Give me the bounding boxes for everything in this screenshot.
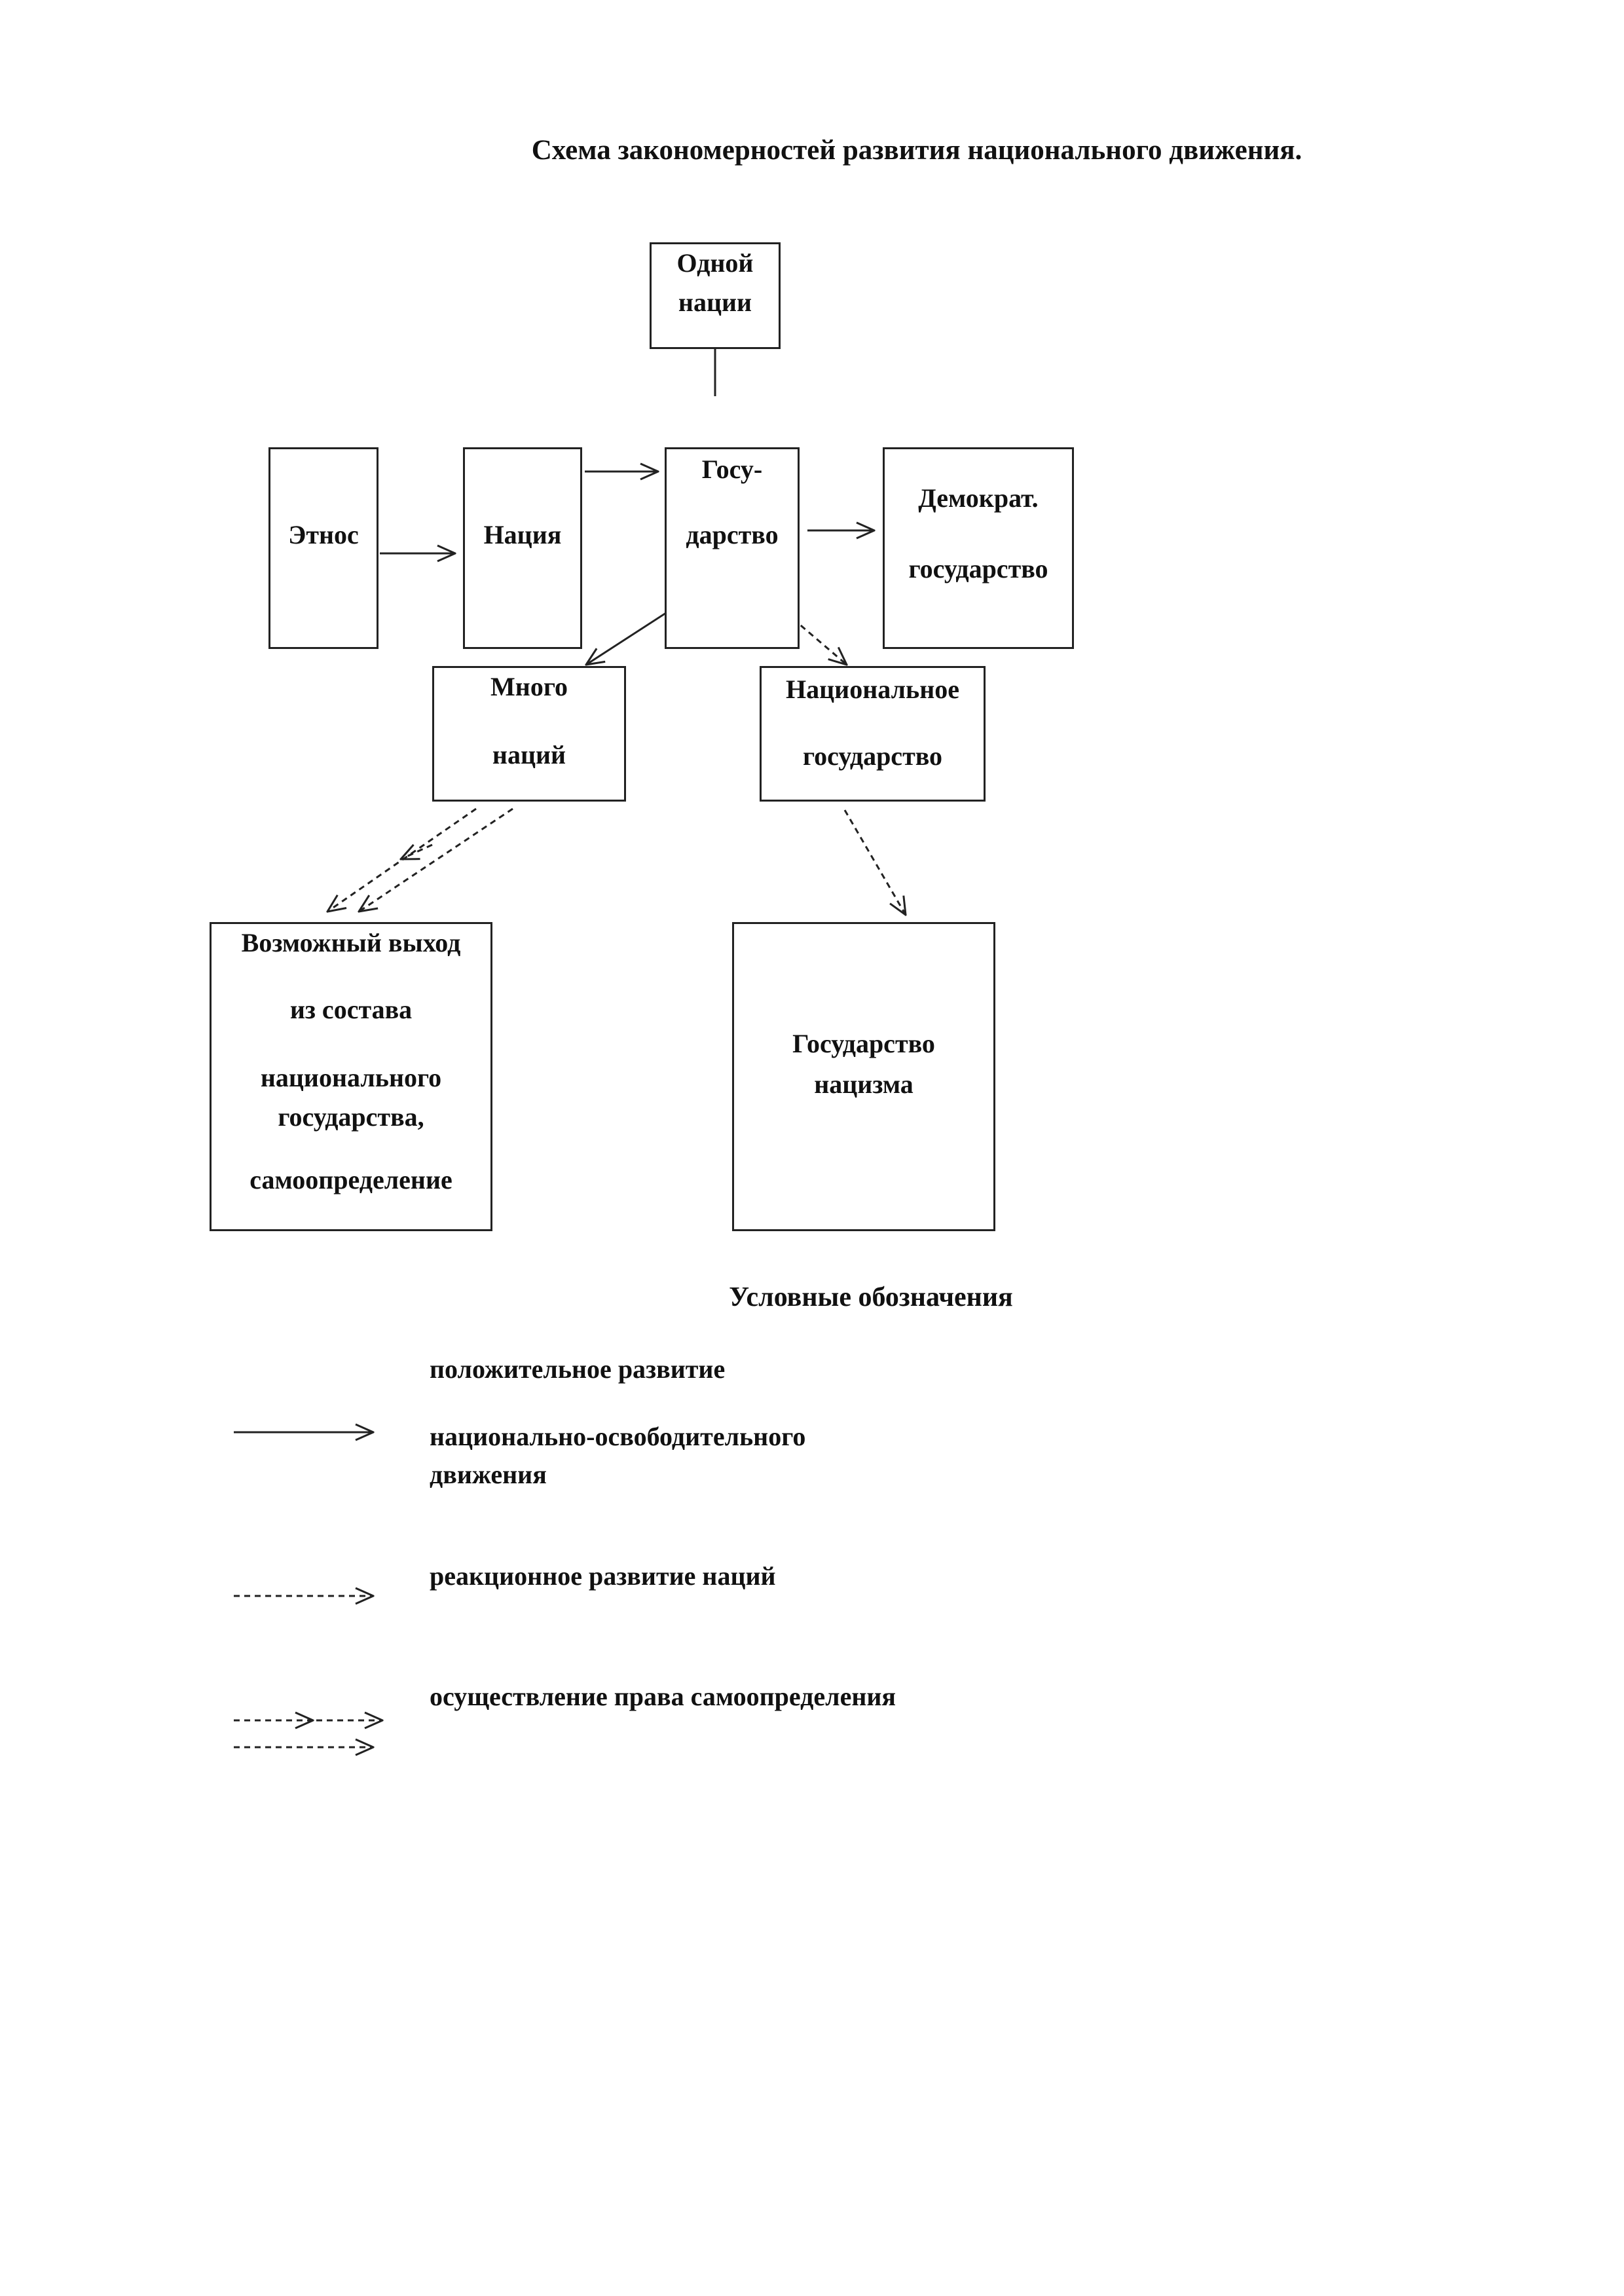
node-gosudarstvo-line-1: Госу- xyxy=(701,454,763,484)
node-odnoy-natsii-line-1: Одной xyxy=(676,248,754,278)
node-natsiya-label: Нация xyxy=(483,520,562,549)
arrow-mnogo-natsiy-to-vykhod-a xyxy=(327,807,477,912)
legend-double-dashed-label: осуществление права самоопределения xyxy=(430,1682,896,1711)
node-mnogo-natsiy: Много наций xyxy=(432,666,626,802)
node-demokrat: Демократ. государство xyxy=(883,447,1074,649)
node-mnogo-natsiy-line-2: наций xyxy=(492,740,566,769)
legend-title: Условные обозначения xyxy=(729,1282,1013,1312)
node-natsionalnoe-line-1: Национальное xyxy=(786,675,959,704)
node-gosudarstvo-natsizma: Государство нацизма xyxy=(732,922,995,1231)
node-vykhod-line-5: самоопределение xyxy=(249,1165,452,1194)
legend-solid-line-2: национально-освободительного xyxy=(430,1422,806,1451)
node-natsizm-line-2: нацизма xyxy=(814,1069,913,1099)
node-vykhod-line-2: из состава xyxy=(289,995,413,1024)
arrow-mnogo-natsiy-to-vykhod-b xyxy=(359,807,513,912)
node-natsionalnoe-line-2: государство xyxy=(802,741,943,771)
node-mnogo-natsiy-line-1: Много xyxy=(490,672,568,701)
node-natsiya: Нация xyxy=(463,447,582,649)
node-demokrat-line-1: Демократ. xyxy=(918,483,1039,513)
node-etnos: Этнос xyxy=(268,447,378,649)
node-gosudarstvo-line-2: дарство xyxy=(686,520,779,549)
legend-solid-line-1: положительное развитие xyxy=(430,1354,726,1384)
node-etnos-label: Этнос xyxy=(288,520,359,549)
arrow-natsionalnoe-to-natsizm xyxy=(843,809,906,915)
diagram-title: Схема закономерностей развития националь… xyxy=(531,135,1302,166)
node-gosudarstvo: Госу- дарство xyxy=(665,447,800,649)
node-demokrat-line-2: государство xyxy=(908,554,1048,583)
node-natsionalnoe-gosudarstvo: Национальное государство xyxy=(760,666,986,802)
node-vykhod-line-1: Возможный выход xyxy=(241,928,461,957)
node-vozmozhny-vykhod: Возможный выход из состава национального… xyxy=(210,922,492,1231)
node-vykhod-line-4: государства, xyxy=(278,1102,424,1132)
legend-dashed-label: реакционное развитие наций xyxy=(430,1561,776,1591)
arrow-gosudarstvo-to-natsionalnoe xyxy=(760,590,847,665)
node-odnoy-natsii: Одной нации xyxy=(650,242,781,349)
node-odnoy-natsii-line-2: нации xyxy=(678,287,752,317)
arrow-mnogo-natsiy-to-vykhod-mid xyxy=(401,843,433,859)
node-natsizm-line-1: Государство xyxy=(792,1029,935,1058)
node-vykhod-line-3: национального xyxy=(260,1063,442,1092)
legend-solid-line-3: движения xyxy=(430,1460,547,1489)
